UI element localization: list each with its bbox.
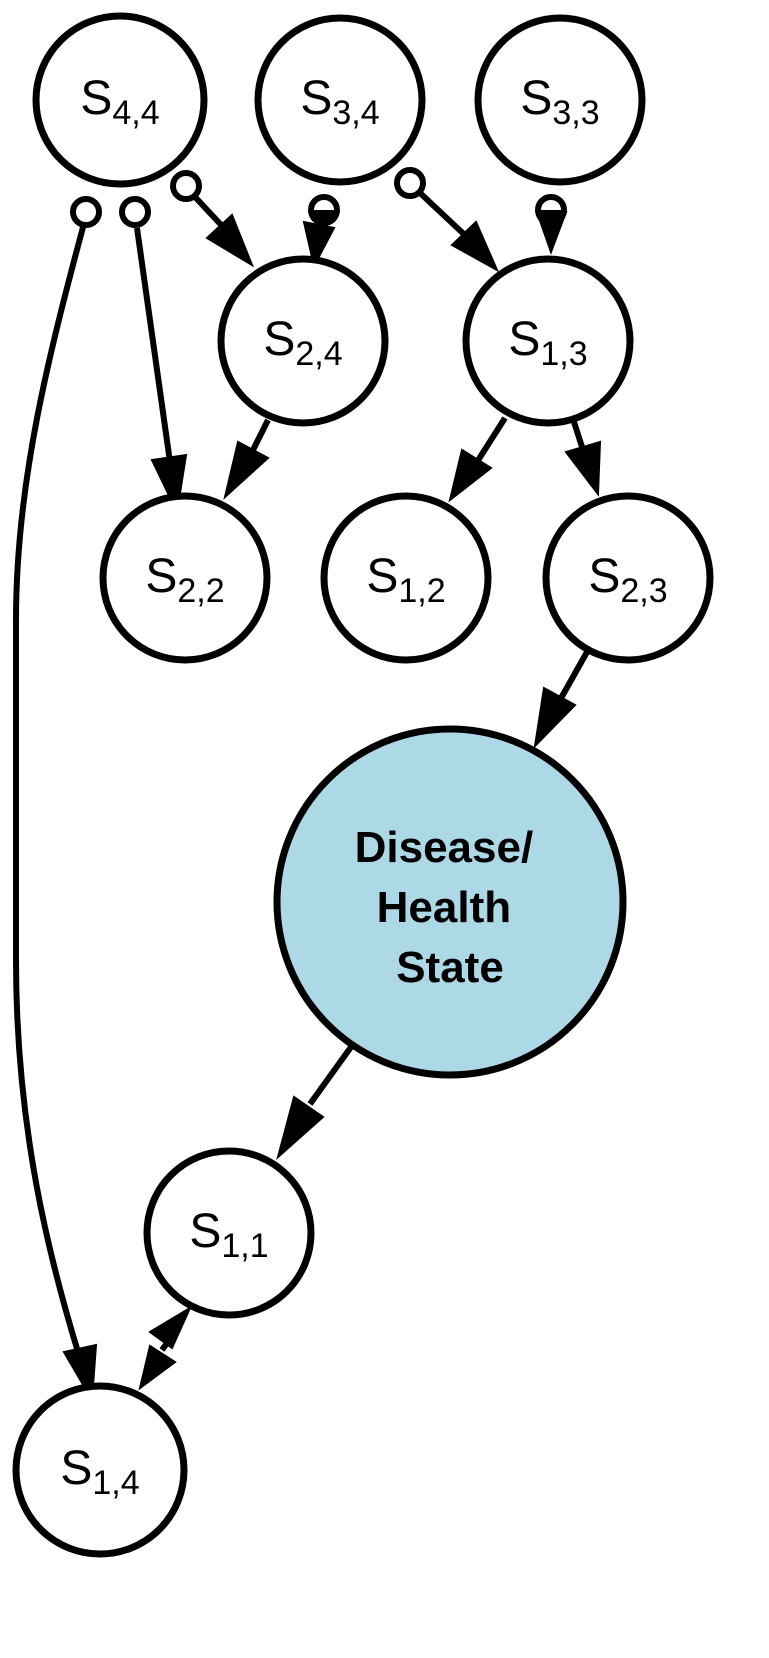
edges bbox=[13, 167, 602, 1404]
edge-s13-to-s23 bbox=[564, 421, 602, 497]
half-filled-circle-tail-icon bbox=[535, 194, 567, 226]
nodes: S4,4 S3,4 S3,3 S2,4 S1,3 S2,2 S1,2 bbox=[12, 12, 714, 1558]
node-label: S2,4 bbox=[263, 313, 342, 373]
edge-health-state-to-s11 bbox=[276, 1045, 354, 1160]
arrowhead bbox=[276, 1095, 325, 1160]
edge-s23-to-health-state bbox=[533, 650, 590, 749]
node-label: S2,2 bbox=[145, 550, 224, 610]
arrowhead bbox=[448, 448, 493, 503]
node-s12: S1,2 bbox=[320, 492, 492, 664]
node-label: S1,3 bbox=[508, 313, 587, 373]
edge-s13-to-s12 bbox=[448, 416, 508, 503]
edge-s34-to-s24 bbox=[302, 194, 340, 269]
edge-s44-to-s14 bbox=[13, 196, 102, 1404]
open-circle-tail-icon bbox=[119, 196, 151, 228]
node-s13: S1,3 bbox=[462, 255, 634, 427]
arrowhead bbox=[205, 213, 255, 268]
node-health-state: Disease/ Health State bbox=[273, 725, 627, 1079]
node-label: S1,2 bbox=[366, 550, 445, 610]
health-state-label: Disease/ Health State bbox=[355, 823, 546, 992]
node-s11: S1,1 bbox=[143, 1147, 315, 1319]
edge-s44-to-s22 bbox=[119, 196, 188, 516]
node-label: S2,3 bbox=[588, 550, 667, 610]
arrowhead bbox=[533, 686, 577, 749]
node-s34: S3,4 bbox=[254, 14, 426, 186]
edge-s33-to-s13 bbox=[535, 194, 568, 255]
node-s14: S1,4 bbox=[12, 1382, 188, 1558]
node-label: S4,4 bbox=[80, 72, 159, 132]
arrowhead bbox=[564, 440, 602, 497]
node-s44: S4,4 bbox=[32, 12, 208, 188]
node-s22: S2,2 bbox=[99, 492, 271, 664]
arrowhead bbox=[148, 1305, 193, 1350]
node-label: S3,4 bbox=[300, 72, 379, 132]
edge-s24-to-s22 bbox=[223, 418, 271, 500]
arrowhead bbox=[223, 440, 270, 500]
node-label: S1,4 bbox=[60, 1442, 139, 1502]
open-circle-tail-icon bbox=[170, 170, 202, 202]
node-label: S3,3 bbox=[520, 72, 599, 132]
edge-s34-to-s13 bbox=[394, 167, 500, 273]
node-s33: S3,3 bbox=[474, 14, 646, 186]
open-circle-tail-icon bbox=[394, 167, 426, 199]
edge-s11-to-s14 bbox=[138, 1305, 193, 1391]
arrowhead bbox=[450, 220, 500, 273]
node-s24: S2,4 bbox=[217, 255, 389, 427]
node-s23: S2,3 bbox=[542, 492, 714, 664]
node-label: S1,1 bbox=[189, 1205, 268, 1265]
open-circle-tail-icon bbox=[70, 196, 102, 228]
arrowhead bbox=[138, 1344, 177, 1391]
edge-s44-to-s24 bbox=[170, 170, 255, 268]
half-filled-circle-tail-icon bbox=[308, 194, 340, 226]
